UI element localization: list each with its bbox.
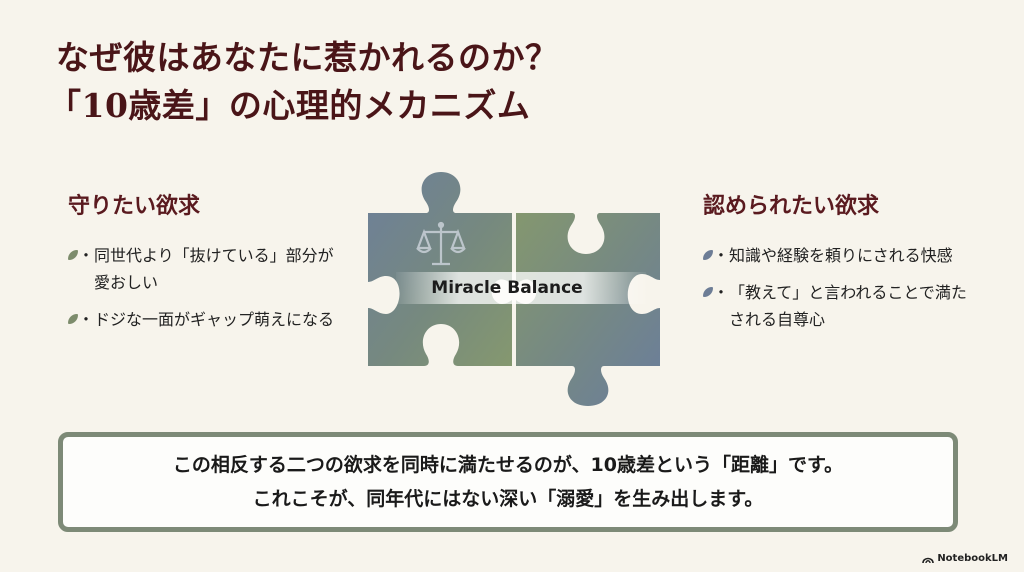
dot-icon: ・ — [78, 310, 95, 329]
dot-icon: ・ — [713, 246, 730, 265]
puzzle-pieces-illustration — [368, 172, 660, 406]
leaf-bullet-icon — [703, 250, 713, 260]
right-puzzle-piece — [516, 213, 660, 406]
list-item: ・ 同世代より「抜けている」部分が愛おしい — [68, 242, 368, 296]
list-item: ・ 「教えて」と言われることで満たされる自尊心 — [703, 279, 1003, 333]
dot-icon: ・ — [713, 283, 730, 302]
leaf-bullet-icon — [68, 250, 78, 260]
title-line-1: なぜ彼はあなたに惹かれるのか？ — [56, 38, 559, 77]
leaf-bullet-icon — [703, 287, 713, 297]
protect-desire-heading: 守りたい欲求 — [68, 194, 201, 219]
summary-box: この相反する二つの欲求を同時に満たせるのが、10歳差という「距離」です。 これこ… — [58, 432, 958, 532]
title-line-2: 「10歳差」の心理的メカニズム — [48, 86, 531, 125]
summary-line-1: この相反する二つの欲求を同時に満たせるのが、10歳差という「距離」です。 — [172, 454, 844, 476]
leaf-bullet-icon — [68, 314, 78, 324]
scales-icon — [416, 221, 466, 266]
recognition-desire-heading: 認められたい欲求 — [703, 194, 880, 219]
summary-line-2: これこそが、同年代にはない深い「溺愛」を生み出します。 — [252, 488, 764, 510]
dot-icon: ・ — [78, 246, 95, 265]
notebooklm-watermark: NotebookLM — [922, 553, 1008, 564]
notebooklm-logo-icon — [922, 557, 935, 563]
brand-text: NotebookLM — [937, 553, 1008, 564]
protect-desire-column: 守りたい欲求 ・ 同世代より「抜けている」部分が愛おしい ・ ドジな一面がギャッ… — [68, 192, 368, 343]
slide-title: なぜ彼はあなたに惹かれるのか？ 「10歳差」の心理的メカニズム — [48, 34, 559, 130]
left-puzzle-piece — [368, 172, 512, 366]
list-item: ・ 知識や経験を頼りにされる快感 — [703, 242, 1003, 269]
recognition-desire-column: 認められたい欲求 ・ 知識や経験を頼りにされる快感 ・ 「教えて」と言われること… — [703, 192, 1003, 343]
list-item: ・ ドジな一面がギャップ萌えになる — [68, 306, 368, 333]
miracle-balance-label: Miracle Balance — [431, 278, 583, 298]
